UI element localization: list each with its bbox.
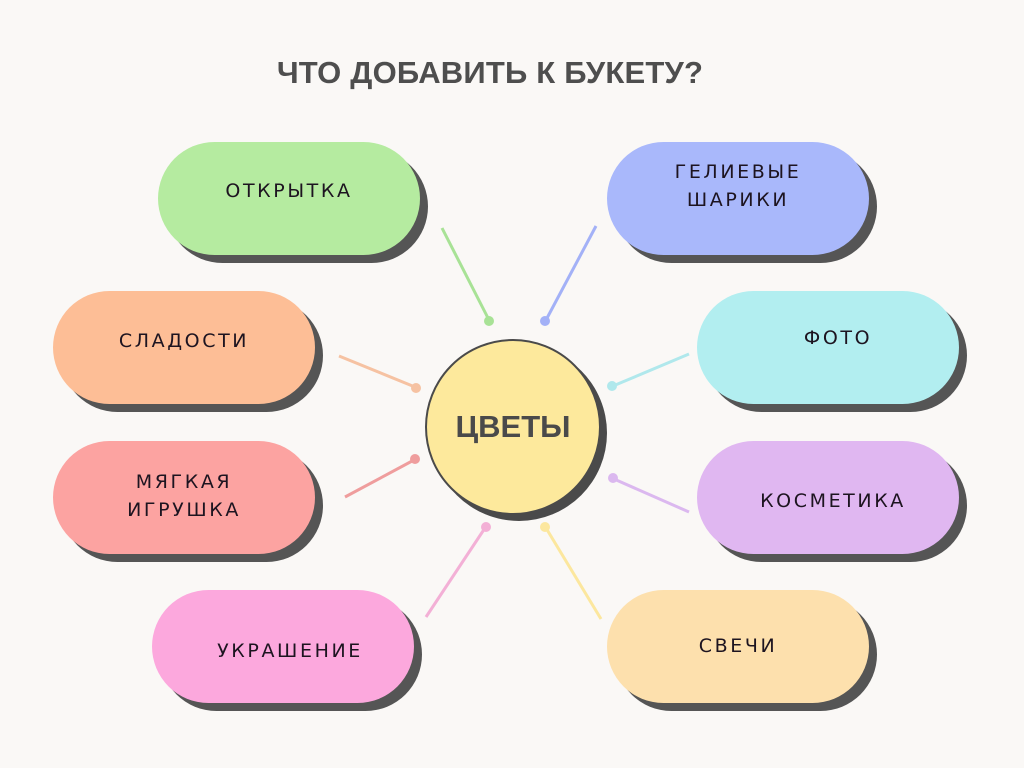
node-otkrytka: ОТКРЫТКА <box>158 142 420 255</box>
connector-igrushka <box>344 454 420 499</box>
connector-sharik <box>540 225 598 326</box>
node-label: ОТКРЫТКА <box>225 179 353 202</box>
node-gelievye-shariki: ГЕЛИЕВЫЕ ШАРИКИ <box>607 142 869 255</box>
node-label: УКРАШЕНИЕ <box>217 639 363 662</box>
connector-otkrytka <box>440 227 494 326</box>
connector-ukrashenie <box>424 522 491 618</box>
node-myagkaya-igrushka: МЯГКАЯ ИГРУШКА <box>53 441 315 554</box>
node-ukrashenie: УКРАШЕНИЕ <box>152 590 414 703</box>
node-svechi: СВЕЧИ <box>607 590 869 703</box>
connector-svechi <box>540 522 603 620</box>
node-label: СВЕЧИ <box>698 634 778 657</box>
node-kosmetika: КОСМЕТИКА <box>697 441 959 554</box>
center-node-flowers: ЦВЕТЫ <box>425 339 601 515</box>
node-label: ГЕЛИЕВЫЕ ШАРИКИ <box>674 160 802 211</box>
page-title: ЧТО ДОБАВИТЬ К БУКЕТУ? <box>276 55 704 90</box>
connector-sladosti <box>338 354 421 393</box>
node-label: КОСМЕТИКА <box>760 489 906 512</box>
node-label: СЛАДОСТИ <box>118 329 250 352</box>
connector-foto <box>607 352 690 391</box>
node-sladosti: СЛАДОСТИ <box>53 291 315 404</box>
node-label: ФОТО <box>803 326 873 349</box>
connector-kosmetika <box>608 473 690 514</box>
node-label: МЯГКАЯ ИГРУШКА <box>127 470 241 521</box>
node-foto: ФОТО <box>697 291 959 404</box>
center-label: ЦВЕТЫ <box>455 409 571 444</box>
